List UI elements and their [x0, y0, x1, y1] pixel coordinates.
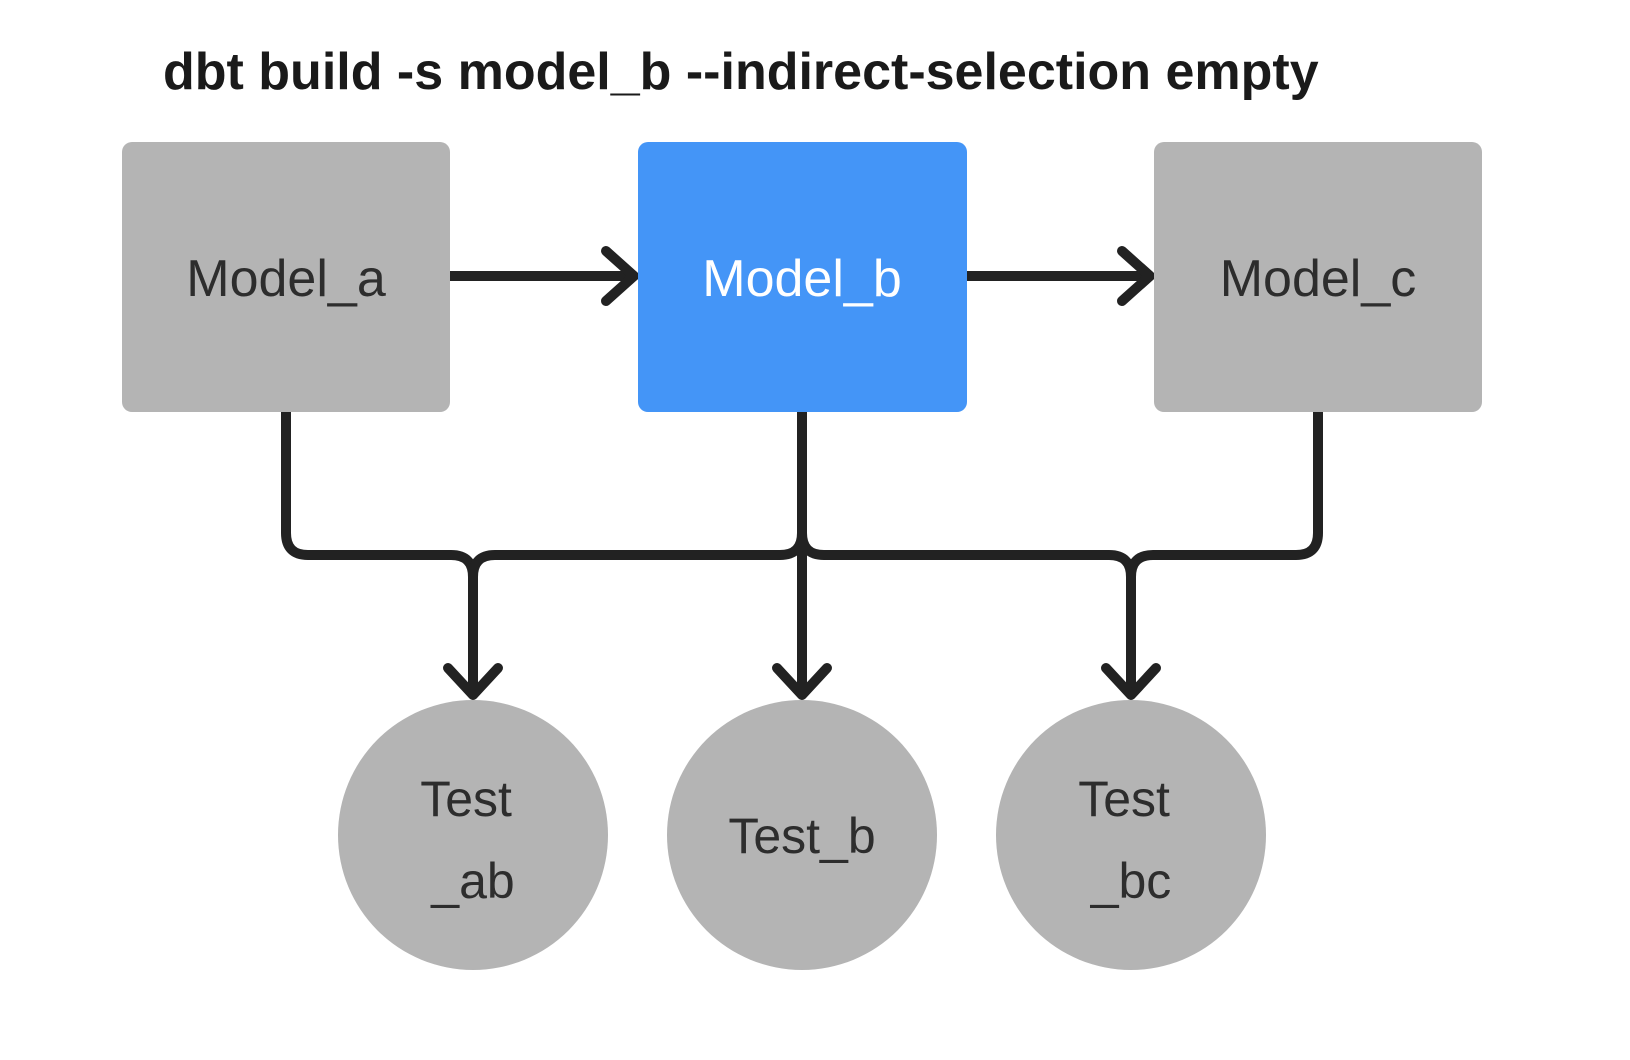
model-c-label: Model_c: [1220, 250, 1417, 308]
arrowhead-model-b-to-model-c-icon: [1117, 246, 1155, 306]
test-bc-node: [996, 700, 1266, 970]
edge-model-a-to-test-ab: [281, 407, 478, 695]
edge-model-b-to-test-ab: [468, 407, 807, 695]
command-title: dbt build -s model_b --indirect-selectio…: [163, 43, 1319, 101]
model-a-node: [122, 142, 450, 412]
test-b-node: [667, 700, 937, 970]
test-bc-label-line1: Test: [1078, 771, 1170, 827]
model-c-node: [1154, 142, 1482, 412]
test-bc-label-line2: _bc: [1090, 853, 1172, 909]
model-b-node-selected: [638, 142, 967, 412]
arrowhead-model-a-to-model-b-icon: [601, 246, 639, 306]
model-nodes: Model_a Model_b Model_c: [122, 142, 1482, 412]
model-a-label: Model_a: [186, 250, 386, 308]
edges: [281, 246, 1323, 700]
test-bc-label: Test _bc: [1078, 771, 1184, 909]
test-ab-node: [338, 700, 608, 970]
test-nodes: Test _ab Test_b Test _bc: [338, 700, 1266, 970]
test-ab-label: Test _ab: [420, 771, 526, 909]
arrowhead-test-ab-icon: [443, 663, 503, 700]
edge-model-b-to-test-bc: [797, 407, 1136, 695]
arrowhead-test-bc-icon: [1101, 663, 1161, 700]
edge-model-c-to-test-bc: [1126, 407, 1323, 695]
test-ab-label-line2: _ab: [430, 853, 514, 909]
test-ab-label-line1: Test: [420, 771, 512, 827]
test-b-label: Test_b: [728, 808, 875, 864]
model-b-label: Model_b: [702, 250, 901, 308]
arrowhead-test-b-icon: [772, 663, 832, 700]
